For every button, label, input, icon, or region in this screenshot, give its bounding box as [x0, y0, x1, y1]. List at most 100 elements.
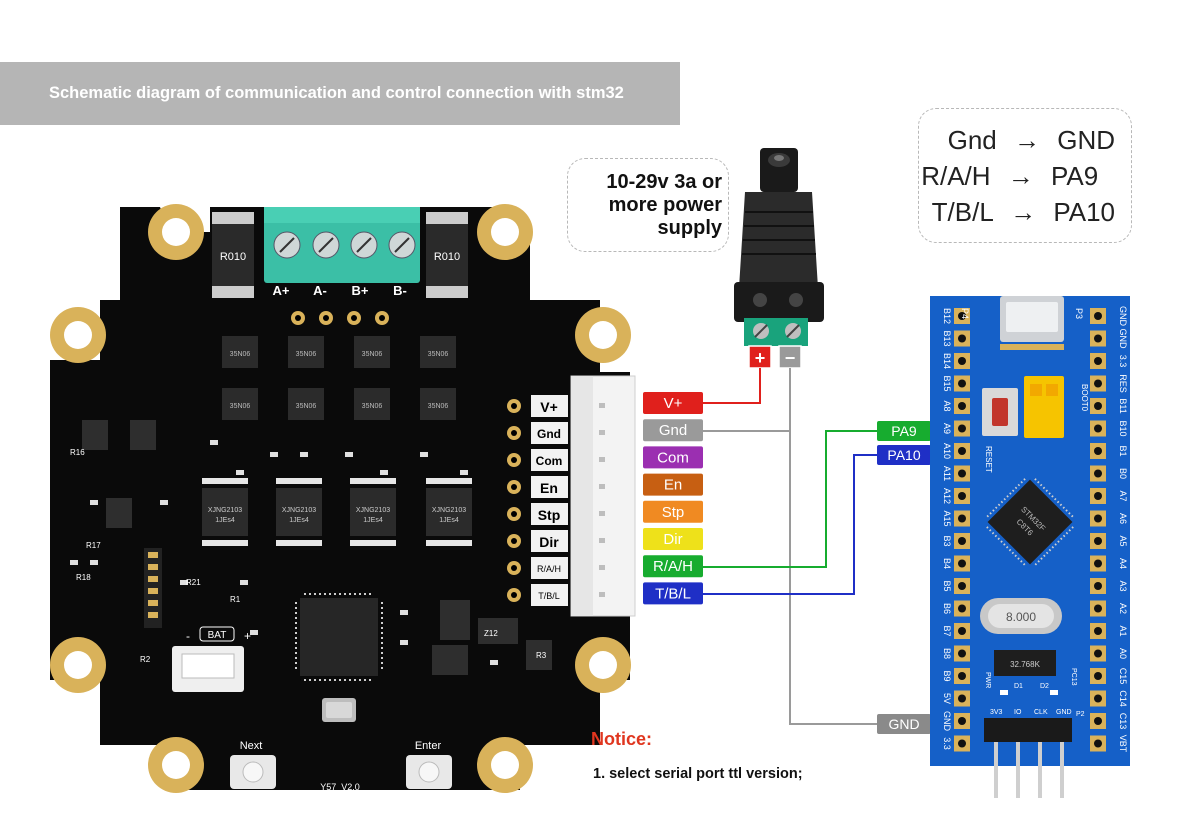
d2-label: D2	[1040, 683, 1049, 690]
pwr-label: PWR	[984, 672, 991, 688]
silk-label: R2	[140, 655, 151, 664]
resistor-marking: R010	[220, 251, 246, 263]
wire-gnd	[703, 368, 791, 432]
stm32-pin-label: B5	[942, 580, 952, 591]
svg-text:-: -	[186, 629, 190, 643]
stm32-pin-label: B3	[942, 535, 952, 546]
board-version: Y57_V2.0	[320, 782, 360, 792]
signal-tag	[643, 392, 703, 414]
signal-tag	[643, 528, 703, 550]
stm32-pin-label: A9	[942, 423, 952, 434]
dc-power-jack: + −	[734, 148, 824, 369]
gate-driver-chips: XJNG2103 1JEs4 XJNG2103 1JEs4 XJNG2103 1…	[202, 478, 472, 546]
header-label: T/B/L	[538, 591, 560, 601]
banner-title: Schematic diagram of communication and c…	[49, 84, 624, 102]
signal-tag-label: Com	[657, 449, 689, 466]
pin-strip	[144, 548, 162, 628]
swd-label: CLK	[1034, 709, 1048, 716]
wire-v-plus	[703, 368, 761, 404]
signal-tag	[643, 446, 703, 469]
mapping-to: PA10	[1053, 197, 1115, 227]
power-line-1: 10-29v 3a or	[606, 171, 722, 193]
stm32-pin-label: A6	[1118, 513, 1128, 524]
mapping-row-rah: R/A/H → PA9	[921, 161, 1115, 192]
silk-labels: R21 R1 R2 R3 R16 R17 R18 Z12	[70, 448, 547, 664]
stm32-pin-label: B12	[942, 308, 952, 324]
header-label: Com	[536, 454, 563, 468]
signal-tag	[643, 473, 703, 496]
jack-plus-label: +	[755, 348, 766, 368]
driver-chip-marking: XJNG2103	[356, 507, 390, 514]
mosfet-marking: 35N06	[230, 351, 251, 358]
mosfet-marking: 35N06	[428, 351, 449, 358]
stm32-pin-label: A0	[1118, 648, 1128, 659]
silk-label: R1	[230, 595, 241, 604]
boot-label: BOOT0	[1080, 384, 1089, 412]
signal-tag-label: En	[664, 477, 682, 494]
mapping-from: Gnd	[947, 125, 997, 155]
pc13-label: PC13	[1070, 668, 1077, 686]
mapping-arrow: →	[1007, 161, 1034, 191]
pin-mapping-callout: Gnd → GND R/A/H → PA9 T/B/L → PA10	[918, 108, 1132, 243]
reset-label: RESET	[984, 446, 993, 473]
silk-label: R3	[536, 651, 547, 660]
stm32-pin-label: B14	[942, 353, 952, 369]
stm32-tag	[877, 421, 931, 441]
silk-label: R18	[76, 573, 91, 582]
driver-signal-header: V+ Gnd Com En Stp Dir R/A/H T/B/L	[500, 392, 572, 610]
stm32-pin-label: GND	[1118, 306, 1128, 327]
mosfet-array: 35N06 35N06 35N06 35N06 35N06 35N06 35N0…	[222, 336, 456, 420]
swd-label: GND	[1056, 709, 1072, 716]
stm32-pin-label: A7	[1118, 490, 1128, 501]
stm32-pin-label: A3	[1118, 580, 1128, 591]
header-label: R/A/H	[537, 564, 561, 574]
mapping-row-gnd: Gnd → GND	[948, 125, 1115, 156]
lse-crystal: 32.768K	[994, 650, 1056, 676]
silk-label: R21	[186, 578, 201, 587]
title-banner: Schematic diagram of communication and c…	[0, 62, 680, 125]
crystal2-marking: 32.768K	[1010, 660, 1040, 669]
signal-tag-label: V+	[664, 395, 683, 412]
driver-board: R010 R010 A+ A- B+	[50, 204, 636, 793]
silk-label: R17	[86, 541, 101, 550]
swd-label: 3V3	[990, 709, 1003, 716]
svg-text:+: +	[244, 629, 251, 643]
power-supply-text: 10-29v 3a or more power supply	[572, 171, 722, 240]
stm32-pin-label: RES	[1118, 374, 1128, 393]
next-label: Next	[240, 740, 263, 752]
silk-label: Z12	[484, 629, 498, 638]
terminal-label: A+	[273, 283, 290, 298]
mapping-from: T/B/L	[931, 197, 993, 227]
stm32-pin-label: 3.3	[942, 737, 952, 750]
enter-label: Enter	[415, 740, 442, 752]
driver-chip-marking: XJNG2103	[282, 507, 316, 514]
signal-tag-label: Dir	[663, 531, 682, 548]
p3-label: P3	[1074, 308, 1084, 319]
mapping-to: PA9	[1051, 161, 1099, 191]
resistor-marking: R010	[434, 251, 460, 263]
swd-header: 3V3 IO CLK GND	[984, 709, 1072, 798]
signal-connector	[570, 375, 636, 617]
crystal	[322, 698, 356, 722]
signal-tag	[643, 555, 703, 578]
stm32-pin-label: B1	[1118, 445, 1128, 456]
shunt-resistor-left: R010	[212, 212, 254, 298]
stm32-pin-label: 5V	[942, 693, 952, 704]
next-button: Next	[230, 740, 276, 789]
driver-chip-marking: 1JEs4	[289, 517, 309, 524]
stm32-pin-label: B9	[942, 670, 952, 681]
mosfet-marking: 35N06	[296, 351, 317, 358]
header-label: Gnd	[537, 427, 561, 441]
stm32-pin-label: A12	[942, 488, 952, 504]
stm32-pin-label: B6	[942, 603, 952, 614]
mapping-arrow: →	[1010, 197, 1037, 227]
notice-item: 1. select serial port ttl version;	[593, 766, 803, 782]
stm32-tag-label: PA10	[887, 447, 920, 463]
stm32-pin-label: A8	[942, 400, 952, 411]
battery-connector: BAT + -	[172, 626, 251, 692]
stm32-pin-label: 3.3	[1118, 355, 1128, 368]
signal-tag	[643, 419, 703, 442]
stm32-pin-label: A15	[942, 510, 952, 526]
